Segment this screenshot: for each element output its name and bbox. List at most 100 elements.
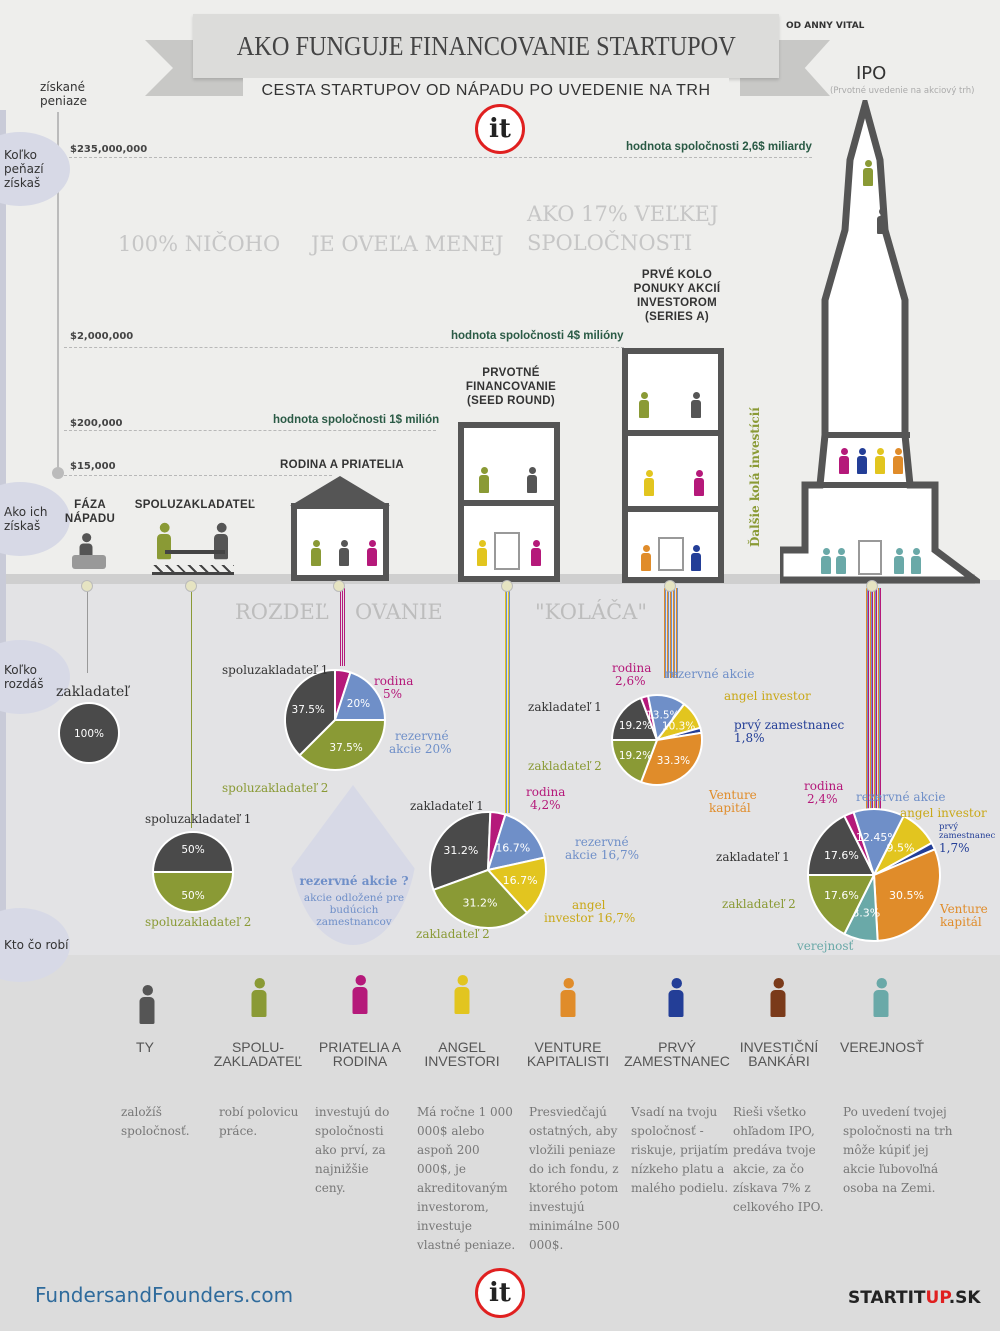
pie6-label: verejnosť [797,939,854,953]
stage-ipo: IPO [856,63,887,84]
cofounder-figure [478,467,490,493]
stage-idea: FÁZA NÁPADU [64,499,116,525]
pie1-label: zakladateľ [56,684,129,700]
role-desc: Má ročne 1 000 000$ alebo aspoň 200 000$… [417,1105,516,1252]
cofounder-figure [310,540,322,566]
logo-part: .SK [948,1288,981,1308]
pie-slice-label: 31.2% [462,897,497,910]
employee-icon [667,978,685,1017]
cofounder-figure [638,392,650,418]
public-icon [872,978,890,1017]
pie5-label: zakladateľ 1 [528,700,602,714]
pie-slice-label: 19.2% [619,750,652,762]
role-desc: Vsadí na tvoju spoločnosť - riskuje, pri… [631,1105,729,1195]
pie-slice [872,847,941,942]
pie4-label: rodina [526,785,566,799]
startitup-logo[interactable]: STARTITUP.SK [848,1288,981,1308]
founder-figure [526,467,538,493]
series-a-building [622,348,724,583]
pie6-label: kapitál [940,915,982,929]
pie5-label: rezervné akcie [665,667,755,681]
pie6-label: zakladateľ 1 [716,850,790,864]
chairs-icon [152,565,234,575]
role-cofounder: SPOLU-ZAKLADATEĽ [213,1039,303,1069]
ipo-skyscraper [780,100,980,584]
pie-slice [806,814,876,876]
pie-slice-label: 100% [74,728,104,740]
pie-slice-label: 19.2% [619,720,652,732]
cofounder-icon [250,978,268,1017]
pin [185,580,197,592]
tick-line [64,475,332,476]
ghost-text: JE OVEĽA MENEJ [311,232,504,256]
pie6-label: 1,7% [939,841,970,855]
role-desc: Rieši všetko ohľadom IPO, predáva tvoje … [733,1105,824,1214]
stage-family: RODINA A PRIATELIA [279,459,405,471]
axis-origin-dot [52,467,64,479]
pie4-label: investor 16,7% [544,911,636,925]
angel-icon [453,975,471,1014]
pie4-label: zakladateľ 1 [410,799,484,813]
pie3-label: akcie 20% [389,742,452,756]
ghost-text: AKO 17% VEĽKEJ [527,202,719,226]
stage-seed: PRVOTNÉ FINANCOVANIE (SEED ROUND) [465,367,557,407]
laptop-icon [72,555,106,569]
pie-slice [486,856,547,915]
pin [501,580,513,592]
desk-icon [165,550,225,554]
angel-figure [643,470,655,496]
pie-slice-label: 37.5% [292,704,325,716]
pie-slice-label: 30.5% [889,889,924,902]
employee-figure [856,448,868,474]
pie3-label: 5% [383,687,403,701]
pin [664,580,676,592]
pie-slice [486,813,546,872]
page-title-box: AKO FUNGUJE FINANCOVANIE STARTUPOV [193,14,779,78]
pie-slice-label: 20% [347,698,370,710]
pie-slice [298,719,387,771]
pie6-label: Venture [940,902,988,916]
pie6-label: zakladateľ 2 [722,897,796,911]
reserved-shares-title: rezervné akcie ? [299,874,409,888]
logo-part: UP [925,1288,949,1308]
pie-string [505,588,511,813]
role-desc: robí polovicu práce. [219,1105,299,1138]
banker-icon [769,978,787,1017]
door-icon [658,537,684,571]
founder-figure [690,392,702,418]
pie5-label: Venture [709,788,757,802]
pie6-label: rodina [804,779,844,793]
family-figure [838,448,850,474]
pie4-label: zakladateľ 2 [416,927,490,941]
pie-slice-label: 12.45% [856,831,898,844]
vc-figure [640,545,652,571]
pie3-label: rodina [374,674,414,688]
pie-slice [151,871,235,913]
page-title: AKO FUNGUJE FINANCOVANIE STARTUPOV [236,30,736,61]
role-family: PRIATELIA A RODINA [318,1039,402,1069]
role-public: VEREJNOSŤ [839,1039,924,1055]
pie-slice-label: 10.3% [662,720,695,732]
pie3-label: spoluzakladateľ 2 [222,781,329,795]
pie-slice-label: 31.2% [443,844,478,857]
footer-site-link[interactable]: FundersandFounders.com [35,1283,294,1307]
pie-string [191,588,192,828]
pie-slice-label: 17.6% [824,889,859,902]
pie5-label: angel investor [724,689,811,703]
pie2-label: spoluzakladateľ 1 [145,812,252,826]
pie-slice-label: 50% [181,844,204,856]
stage-series-a: PRVÉ KOLO PONUKY AKCIÍ INVESTOROM (SERIE… [633,269,721,323]
logo-part: IT [907,1288,926,1308]
role-desc: Po uvedení tvojej spoločnosti na trh môž… [843,1105,953,1195]
pie-slice-label: 33.3% [657,755,690,767]
role-desc: Presviedčajú ostatných, aby vložili peni… [529,1105,620,1252]
pie-slice [151,831,235,873]
family-figure [693,470,705,496]
tick-label: $200,000 [70,418,123,429]
tick-line [64,347,624,348]
pie-slice [58,702,120,764]
pie6-label: zamestnanec [939,831,996,841]
family-figure [366,540,378,566]
author: OD ANNY VITAL [786,21,865,31]
footer-it-logo: it [475,1268,525,1318]
